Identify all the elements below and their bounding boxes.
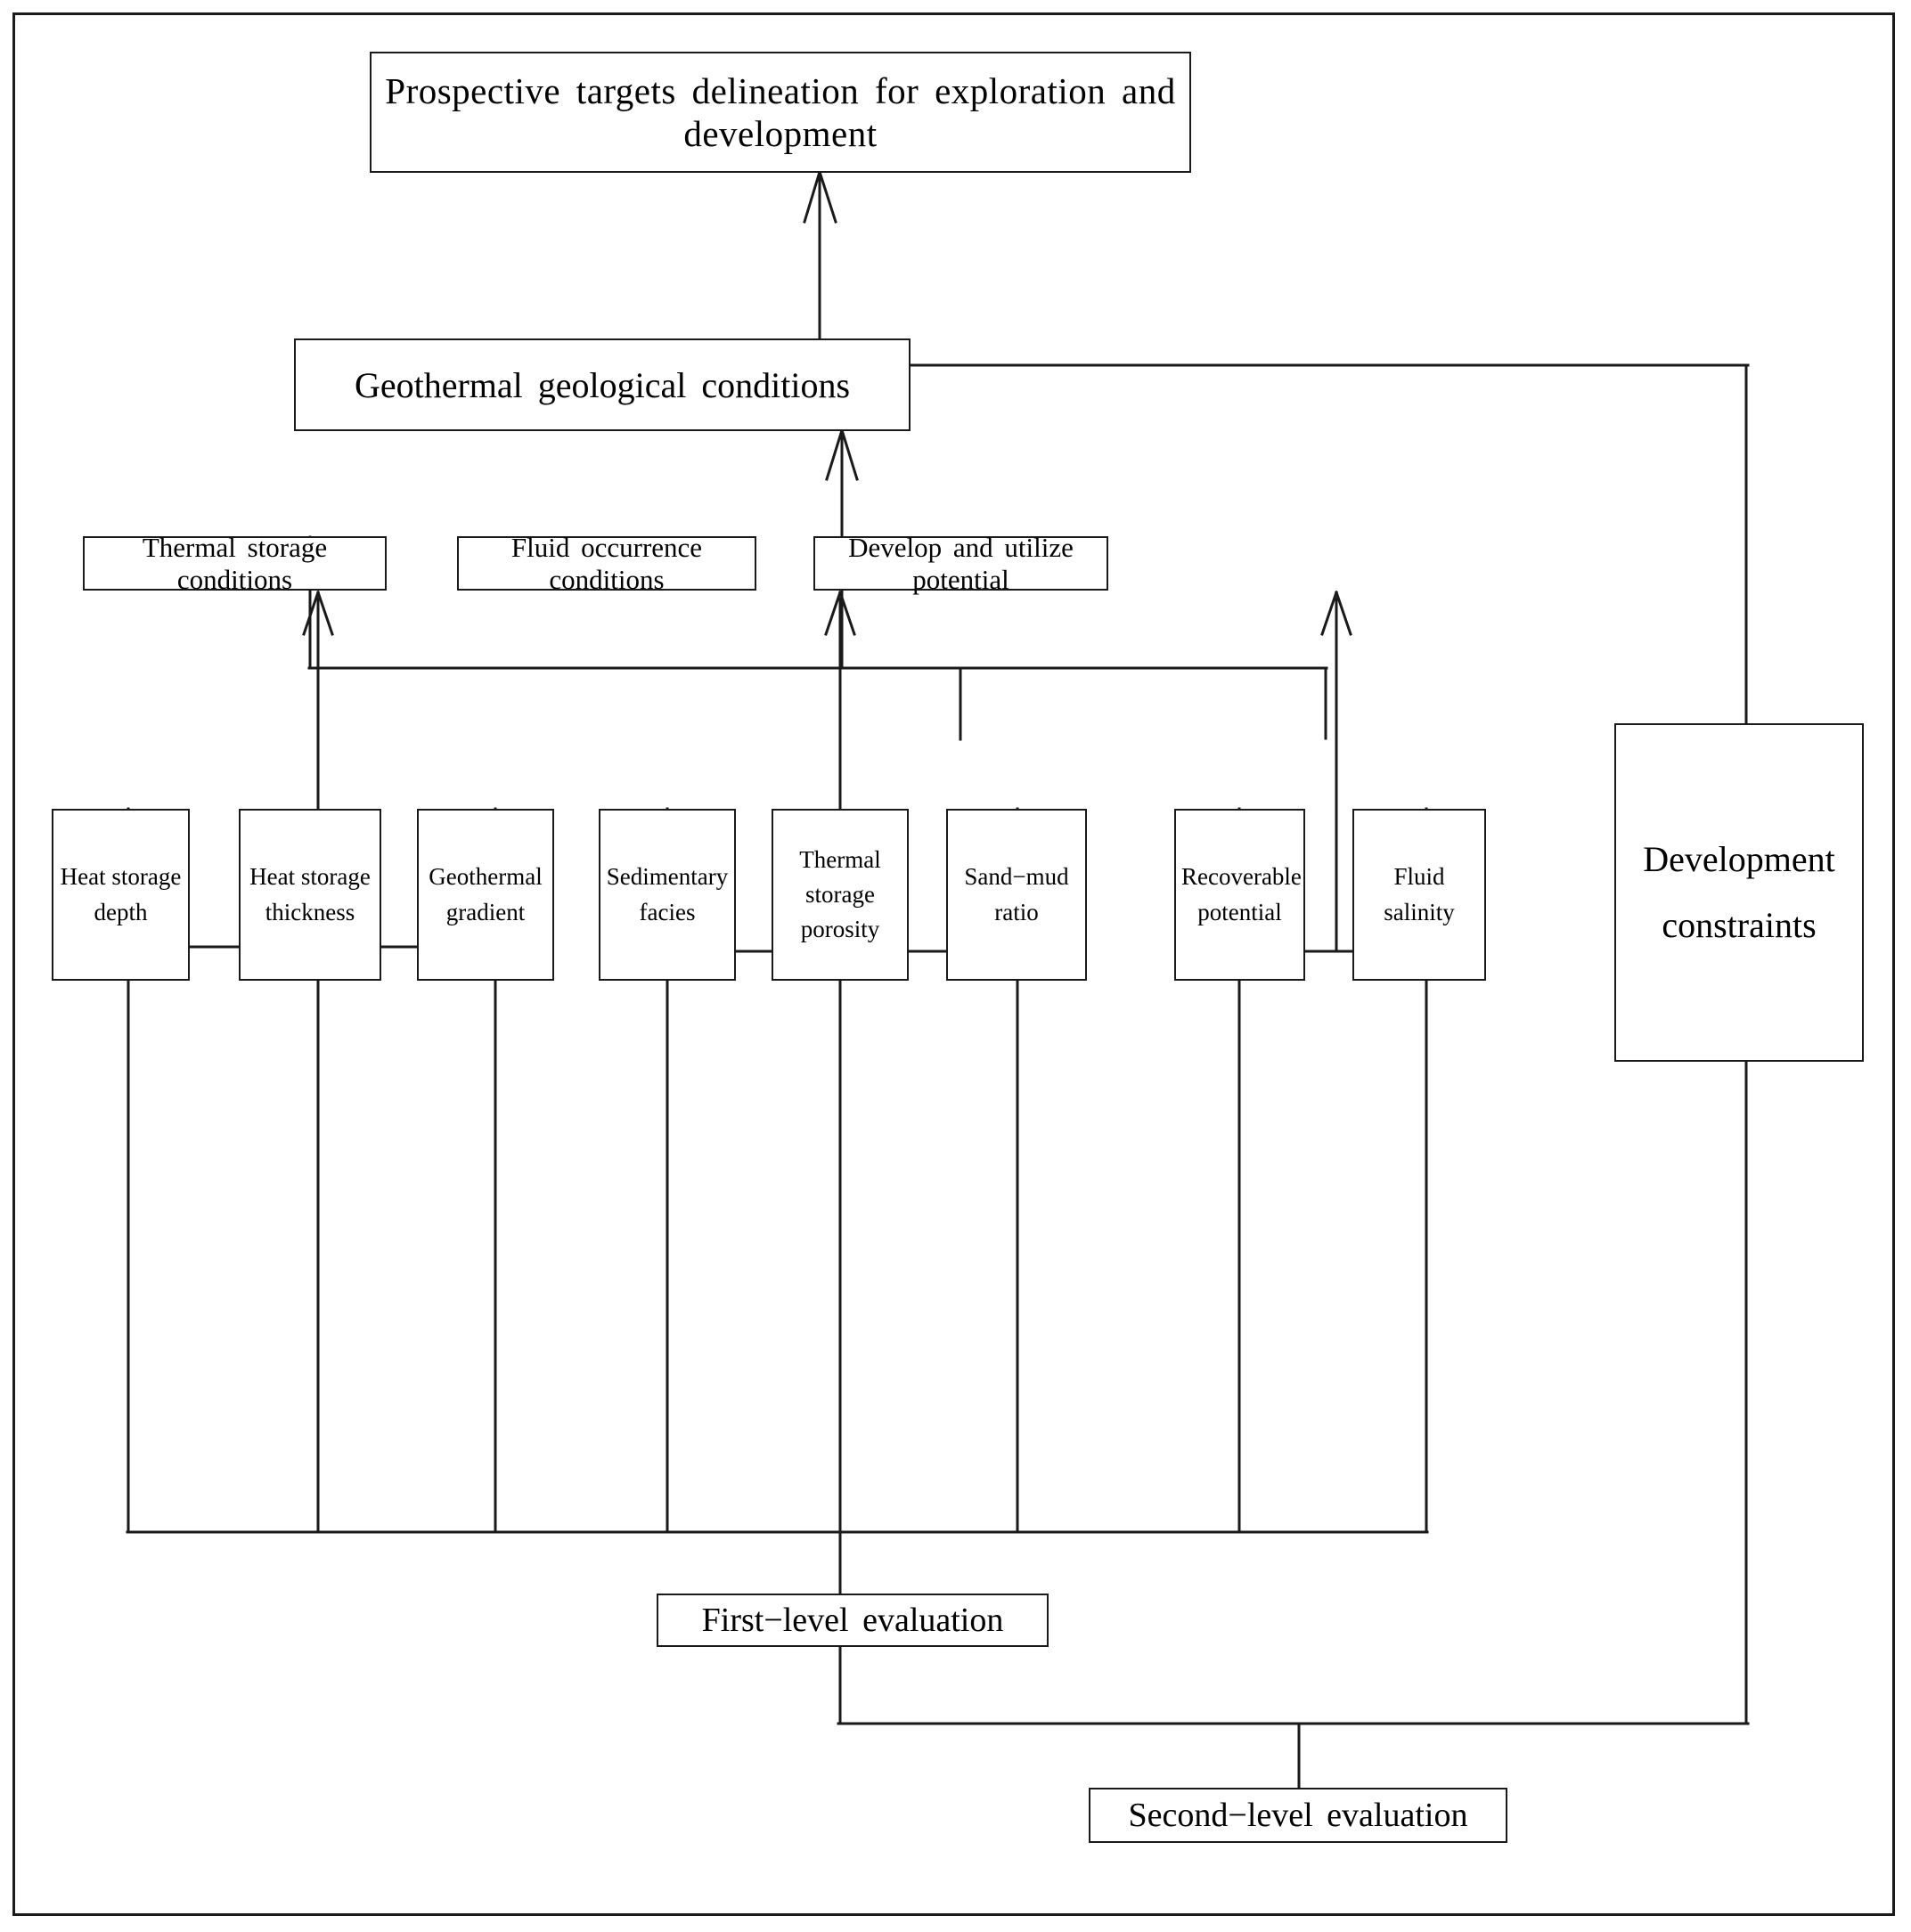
node-geothermal-geological-conditions-label: Geothermal geological conditions (354, 364, 851, 405)
node-thermal-storage-porosity[interactable]: Thermal storage porosity (772, 809, 909, 981)
node-prospective-targets[interactable]: Prospective targets delineation for expl… (370, 52, 1191, 173)
node-first-level-evaluation-label: First−level evaluation (701, 1602, 1004, 1639)
node-recoverable-potential-label: Recoverable potential (1181, 863, 1302, 925)
node-heat-storage-thickness-label: Heat storage thickness (249, 863, 371, 925)
node-geothermal-gradient-label: Geothermal gradient (429, 863, 543, 925)
node-geothermal-gradient[interactable]: Geothermal gradient (417, 809, 554, 981)
node-thermal-storage-conditions[interactable]: Thermal storage conditions (83, 532, 387, 595)
node-second-level-evaluation[interactable]: Second−level evaluation (1089, 1788, 1507, 1843)
node-heat-storage-depth-label: Heat storage depth (60, 863, 182, 925)
node-fluid-salinity-label: Fluid salinity (1384, 863, 1455, 925)
node-develop-and-utilize-potential[interactable]: Develop and utilize potential (813, 532, 1108, 595)
node-fluid-occurrence-conditions-label: Fluid occurrence conditions (510, 531, 703, 595)
node-development-constraints[interactable]: Development constraints (1614, 723, 1864, 1062)
node-fluid-salinity[interactable]: Fluid salinity (1352, 809, 1486, 981)
node-fluid-occurrence-conditions[interactable]: Fluid occurrence conditions (457, 532, 756, 595)
node-heat-storage-depth[interactable]: Heat storage depth (52, 809, 190, 981)
node-geothermal-geological-conditions[interactable]: Geothermal geological conditions (294, 338, 911, 431)
node-thermal-storage-porosity-label: Thermal storage porosity (799, 845, 881, 943)
node-sand-mud-ratio[interactable]: Sand−mud ratio (946, 809, 1087, 981)
node-second-level-evaluation-label: Second−level evaluation (1128, 1797, 1468, 1834)
node-sedimentary-facies[interactable]: Sedimentary facies (599, 809, 736, 981)
node-develop-and-utilize-potential-label: Develop and utilize potential (848, 531, 1074, 595)
outer-frame (12, 12, 1895, 1916)
node-thermal-storage-conditions-label: Thermal storage conditions (142, 531, 328, 595)
node-first-level-evaluation[interactable]: First−level evaluation (657, 1594, 1049, 1647)
node-heat-storage-thickness[interactable]: Heat storage thickness (239, 809, 381, 981)
node-recoverable-potential[interactable]: Recoverable potential (1174, 809, 1305, 981)
node-prospective-targets-label: Prospective targets delineation for expl… (385, 70, 1176, 154)
node-sand-mud-ratio-label: Sand−mud ratio (964, 863, 1069, 925)
node-development-constraints-label: Development constraints (1643, 839, 1835, 945)
node-sedimentary-facies-label: Sedimentary facies (606, 863, 729, 925)
